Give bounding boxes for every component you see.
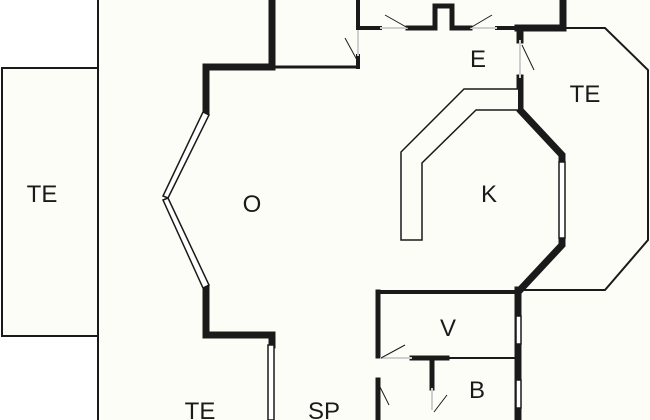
windows [161, 110, 566, 420]
room-label-v: V [439, 315, 457, 342]
room-label-entry: E [469, 46, 487, 73]
house-outline [97, 0, 650, 420]
room-label-terrace-left: TE [26, 181, 58, 208]
terrace-right [518, 27, 649, 291]
room-label-terrace-bottom: TE [184, 398, 216, 420]
doors [344, 14, 535, 413]
terrace-left [1, 67, 99, 337]
walls [202, 0, 567, 420]
room-label-terrace-right: TE [569, 81, 601, 108]
kitchen-counter [400, 88, 518, 241]
room-label-living-room: O [242, 191, 262, 218]
room-label-kitchen: K [480, 181, 498, 208]
room-label-b: B [468, 377, 486, 404]
room-label-sp: SP [307, 398, 341, 420]
